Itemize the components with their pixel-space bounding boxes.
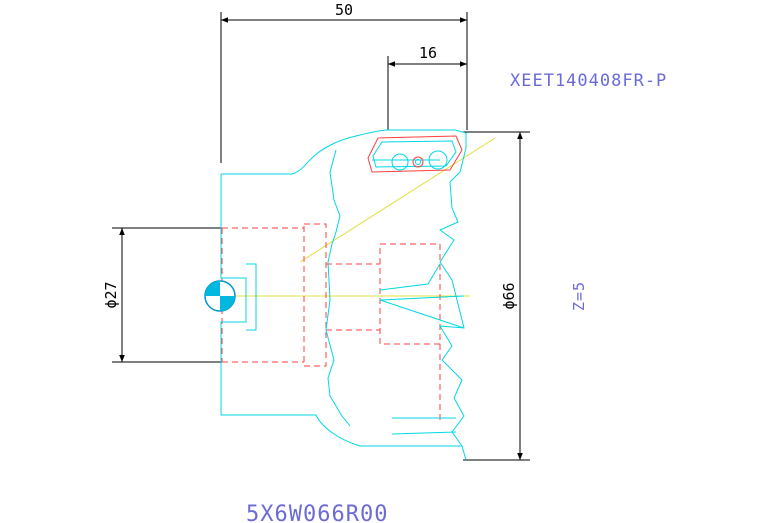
insert-screw-icon — [412, 156, 424, 168]
hidden-lines — [221, 223, 441, 420]
dim-cutter-diameter: ϕ66 — [500, 282, 518, 309]
centerlines — [218, 137, 496, 297]
dim-overall-length: 50 — [335, 1, 353, 19]
insert-hole-left-icon — [391, 153, 409, 171]
cutter-body — [220, 129, 467, 461]
insert-code: XEET140408FR-P — [510, 71, 667, 91]
teeth-count: Z=5 — [570, 281, 588, 311]
extension-lines — [112, 12, 530, 461]
dim-insert-offset: 16 — [419, 44, 437, 62]
dimension-lines — [119, 17, 523, 460]
insert — [367, 135, 463, 173]
center-mark-icon — [204, 280, 236, 312]
tool-code: 5X6W066R00 — [246, 502, 388, 523]
insert-hole-right-icon — [428, 150, 448, 170]
dim-bore-diameter: ϕ27 — [102, 281, 120, 308]
